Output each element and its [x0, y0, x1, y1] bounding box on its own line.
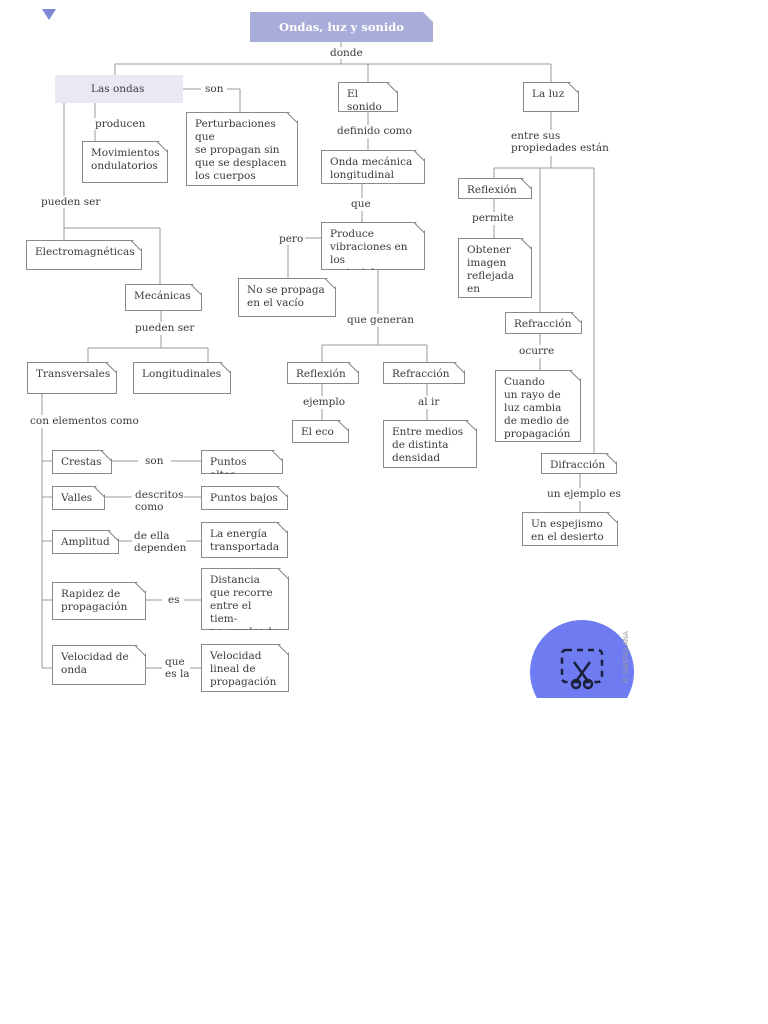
- connector-son: son: [205, 83, 224, 95]
- node-energia: La energía transportada: [201, 522, 288, 558]
- connector-ocurre: ocurre: [519, 345, 555, 357]
- connector-pueden-ser-1: pueden ser: [41, 196, 101, 208]
- node-electromagneticas: Electromagnéticas: [26, 240, 142, 270]
- node-obtener: Obtener imagen reflejada en un espejo: [458, 238, 532, 298]
- node-mecanicas: Mecánicas: [125, 284, 202, 311]
- node-entre-medios: Entre medios de distinta densidad: [383, 420, 477, 468]
- node-crestas: Crestas: [52, 450, 112, 474]
- node-transversales: Transversales: [27, 362, 117, 394]
- node-amplitud: Amplitud: [52, 530, 119, 554]
- node-las-ondas: Las ondas: [55, 75, 183, 103]
- node-refraccion-luz: Refracción: [505, 312, 582, 334]
- node-velocidad-onda: Velocidad de onda: [52, 645, 146, 685]
- connector-pueden-ser-2: pueden ser: [135, 322, 195, 334]
- connector-lines: [41, 42, 595, 669]
- node-cuando: Cuando un rayo de luz cambia de medio de…: [495, 370, 581, 442]
- node-no-propaga: No se propaga en el vacío: [238, 278, 336, 317]
- node-valles: Valles: [52, 486, 105, 510]
- connector-que-es-la: que es la: [165, 656, 190, 680]
- connector-de-ella-dependen: de ella dependen: [134, 530, 187, 554]
- node-velocidad-lineal: Velocidad lineal de propagación: [201, 644, 289, 692]
- connector-con-elementos: con elementos como: [30, 415, 139, 427]
- screenshot-cut-button[interactable]: [530, 620, 634, 698]
- node-longitudinales: Longitudinales: [133, 362, 231, 394]
- dropdown-arrow-icon[interactable]: [42, 9, 56, 20]
- connector-definido-como: definido como: [337, 125, 412, 137]
- connector-al-ir: al ir: [418, 396, 440, 408]
- connector-es: es: [168, 594, 180, 606]
- map-title: Ondas, luz y sonido: [250, 12, 433, 42]
- node-espejismo: Un espejismo en el desierto: [522, 512, 618, 546]
- connector-que: que: [351, 198, 371, 210]
- connector-que-generan: que generan: [347, 314, 414, 326]
- connector-pero: pero: [279, 233, 304, 245]
- node-perturbaciones: Perturbaciones que se propagan sin que s…: [186, 112, 298, 186]
- node-reflexion-sonido: Reflexión: [287, 362, 359, 384]
- node-movimientos: Movimientos ondulatorios: [82, 141, 168, 183]
- connector-ejemplo: ejemplo: [303, 396, 346, 408]
- node-el-eco: El eco: [292, 420, 349, 443]
- concept-map: Ondas, luz y sonido donde Las ondas son …: [26, 9, 634, 698]
- connector-un-ejemplo-es: un ejemplo es: [547, 488, 621, 500]
- connector-donde: donde: [330, 47, 363, 59]
- connector-entre-sus-propiedades: entre sus propiedades están: [511, 130, 609, 154]
- node-puntos-bajos: Puntos bajos: [201, 486, 288, 510]
- node-produce: Produce vibraciones en los materiales: [321, 222, 425, 270]
- connector-crestas-son: son: [145, 455, 164, 467]
- node-la-luz: La luz: [523, 82, 579, 112]
- connector-permite: permite: [472, 212, 514, 224]
- scissors-selection-icon: [560, 648, 604, 690]
- node-onda-mecanica: Onda mecánica longitudinal: [321, 150, 425, 184]
- connector-producen: producen: [95, 118, 146, 130]
- connector-descritos-como: descritos como: [135, 489, 184, 513]
- node-el-sonido: El sonido: [338, 82, 398, 112]
- node-refraccion-sonido: Refracción: [383, 362, 465, 384]
- node-reflexion-luz: Reflexión: [458, 178, 532, 199]
- credit-text: © SANTILLANA: [622, 631, 630, 684]
- node-puntos-altos: Puntos altos: [201, 450, 283, 474]
- node-rapidez: Rapidez de propagación: [52, 582, 146, 620]
- node-distancia: Distancia que recorre entre el tiem- po …: [201, 568, 289, 630]
- node-difraccion: Difracción: [541, 453, 617, 474]
